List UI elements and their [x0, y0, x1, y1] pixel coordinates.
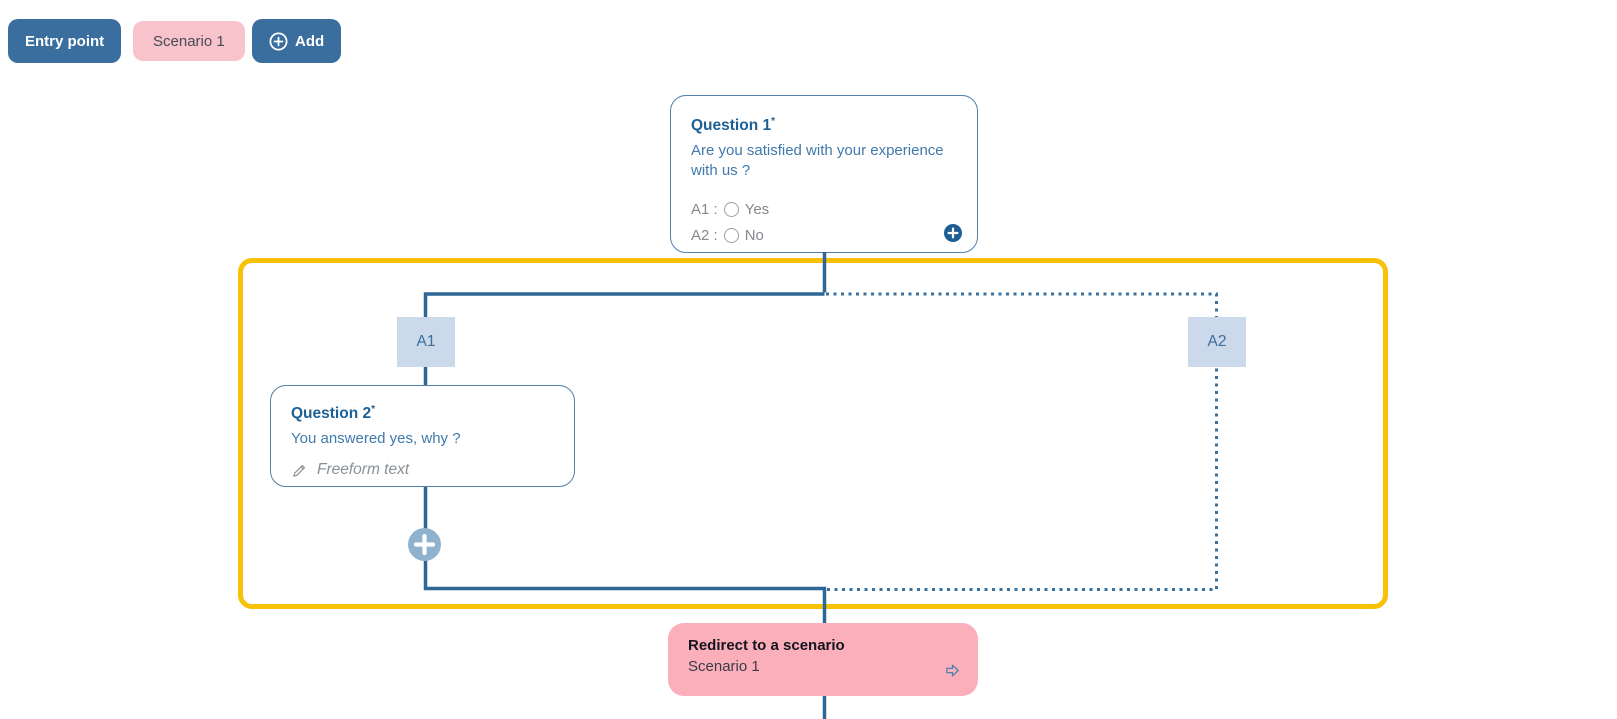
answer-a2-prefix: A2 :	[691, 226, 718, 244]
redirect-arrow-icon	[944, 662, 961, 679]
redirect-title: Redirect to a scenario	[688, 637, 845, 654]
required-asterisk: *	[771, 116, 776, 127]
question1-title: Question 1*	[691, 112, 957, 135]
add-answer-icon[interactable]	[944, 224, 962, 242]
answer-a2-label: No	[744, 226, 764, 244]
answer-row-a1: A1 : Yes	[691, 196, 957, 222]
question1-answers: A1 : Yes A2 : No	[691, 196, 957, 248]
branch-label-a1[interactable]: A1	[397, 317, 455, 367]
add-button-label: Add	[295, 32, 325, 50]
branch-label-a2[interactable]: A2	[1188, 317, 1246, 367]
answer-a1-label: Yes	[744, 200, 770, 218]
pencil-icon	[291, 462, 308, 479]
question1-card[interactable]: Question 1* Are you satisfied with your …	[670, 95, 978, 253]
answer-row-a2: A2 : No	[691, 222, 957, 248]
question2-card[interactable]: Question 2* You answered yes, why ? Free…	[270, 385, 575, 487]
question1-text: Are you satisfied with your experience w…	[691, 142, 944, 180]
add-icon	[269, 31, 288, 51]
redirect-card[interactable]: Redirect to a scenario Scenario 1	[668, 623, 978, 696]
question2-title-text: Question 2	[291, 405, 372, 423]
add-button[interactable]: Add	[252, 19, 342, 63]
required-asterisk: *	[371, 404, 376, 415]
freeform-placeholder: Freeform text	[317, 461, 410, 479]
entry-point-button[interactable]: Entry point	[8, 19, 122, 63]
question1-title-text: Question 1	[691, 117, 772, 135]
redirect-scenario: Scenario 1	[688, 658, 760, 675]
add-step-button[interactable]	[408, 528, 441, 561]
scenario-badge[interactable]: Scenario 1	[133, 21, 245, 61]
radio-icon[interactable]	[723, 201, 739, 217]
question2-title: Question 2*	[291, 400, 554, 423]
answer-a1-prefix: A1 :	[691, 200, 718, 218]
radio-icon[interactable]	[723, 227, 739, 243]
question2-text: You answered yes, why ?	[291, 430, 461, 448]
freeform-input[interactable]: Freeform text	[291, 461, 554, 479]
